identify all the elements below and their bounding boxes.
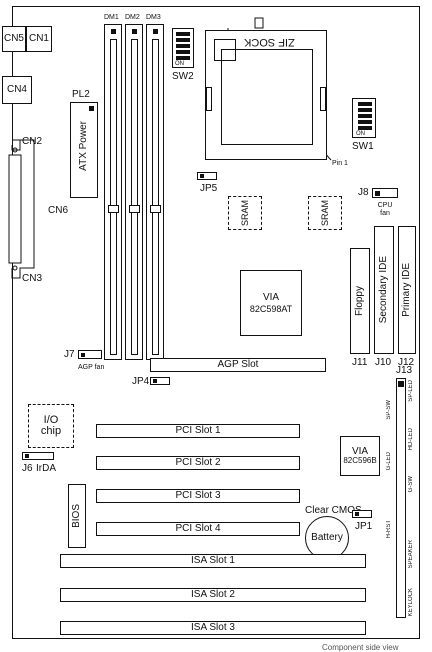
cn4-connector: CN4 (2, 76, 32, 104)
cpu-socket[interactable]: ZIF SOCK (205, 30, 327, 160)
sp-led-label: SP-LED (408, 380, 414, 402)
j6-irda-header[interactable] (22, 452, 54, 460)
sram-chip-1: SRAM (228, 196, 262, 230)
cn4-label: CN4 (6, 84, 27, 95)
g-led-label: G-LED (386, 452, 392, 471)
g-sw-label: G-SW (408, 476, 414, 493)
cpu-fan-label: CPU fan (377, 202, 393, 217)
speaker-label: SPEAKER (408, 540, 414, 569)
dm3-label: DM3 (146, 14, 161, 21)
sram-2-label: SRAM (319, 199, 330, 226)
isa-slot-3[interactable]: ISA Slot 3 (60, 621, 366, 635)
cn3-label: CN3 (22, 273, 43, 284)
isa-slot-3-label: ISA Slot 3 (191, 622, 235, 633)
isa-slot-1[interactable]: ISA Slot 1 (60, 554, 366, 568)
agp-slot[interactable]: AGP Slot (150, 358, 326, 372)
bios-label: BIOS (71, 504, 82, 528)
sw1-on-label: ON (356, 131, 365, 137)
j12-label: J12 (398, 357, 415, 368)
j8-cpu-fan-connector[interactable] (372, 188, 398, 198)
j11-label: J11 (352, 357, 368, 368)
cn6-label: CN6 (48, 205, 69, 216)
isa-slot-2-label: ISA Slot 2 (191, 589, 235, 600)
bios-chip: BIOS (68, 484, 86, 548)
dimm-slot-3[interactable] (146, 24, 164, 360)
jp4-label: JP4 (132, 376, 150, 387)
via598-line1: VIA (262, 291, 280, 303)
j7-agp-fan-connector[interactable] (78, 350, 102, 359)
floppy-connector[interactable]: Floppy (350, 248, 370, 354)
footer-caption: Component side view (322, 643, 399, 652)
pci-slot-2-label: PCI Slot 2 (175, 457, 221, 468)
battery: Battery (305, 516, 349, 560)
j6-label: J6 (22, 463, 33, 474)
primary-ide-label: Primary IDE (401, 263, 412, 317)
dimm-slot-1[interactable] (104, 24, 122, 360)
jp5-jumper[interactable] (197, 172, 217, 180)
dimm-slot-2[interactable] (125, 24, 143, 360)
jp4-jumper[interactable] (150, 377, 170, 385)
pci-slot-1-label: PCI Slot 1 (175, 425, 221, 436)
cn5-label: CN5 (3, 33, 24, 44)
secondary-ide-label: Secondary IDE (378, 256, 389, 324)
sw1-label: SW1 (352, 141, 374, 152)
j10-label: J10 (375, 357, 392, 368)
atx-power-label: ATX Power (78, 121, 89, 171)
pci-slot-2[interactable]: PCI Slot 2 (96, 456, 300, 470)
sw2-label: SW2 (172, 71, 194, 82)
cn5-connector: CN5 (2, 26, 26, 52)
pl2-label: PL2 (72, 89, 90, 100)
jp1-label: JP1 (355, 521, 373, 532)
via596-line2: 82C596B (343, 456, 377, 465)
pci-slot-4[interactable]: PCI Slot 4 (96, 522, 300, 536)
via-82c596b-chip: VIA 82C596B (340, 436, 380, 476)
agp-slot-label: AGP Slot (217, 359, 259, 370)
pci-slot-4-label: PCI Slot 4 (175, 523, 221, 534)
sw2-on-label: ON (175, 61, 184, 67)
cn2-label: CN2 (22, 136, 43, 147)
via-82c598at-chip: VIA 82C598AT (240, 270, 302, 336)
sp-sw-label: SP-SW (386, 400, 392, 420)
via598-line2: 82C598AT (249, 303, 293, 314)
pin1-label: Pin 1 (332, 160, 348, 167)
j13-label: J13 (396, 365, 413, 376)
atx-power-connector: ATX Power (70, 102, 98, 198)
pci-slot-3-label: PCI Slot 3 (175, 490, 221, 501)
sw2-dip-switch[interactable]: ON (172, 28, 194, 68)
j7-label: J7 (64, 349, 75, 360)
agp-fan-label: AGP fan (78, 364, 105, 371)
isa-slot-1-label: ISA Slot 1 (191, 555, 235, 566)
battery-label: Battery (311, 532, 343, 543)
cn1-connector: CN1 (26, 26, 52, 52)
via596-line1: VIA (351, 446, 369, 457)
io-chip-line2: chip (40, 425, 62, 437)
pci-slot-1[interactable]: PCI Slot 1 (96, 424, 300, 438)
j8-label: J8 (358, 187, 369, 198)
sw1-dip-switch[interactable]: ON (352, 98, 376, 138)
dm2-label: DM2 (125, 14, 140, 21)
floppy-label: Floppy (354, 285, 365, 316)
jp1-jumper[interactable] (352, 510, 372, 518)
cn1-label: CN1 (28, 33, 49, 44)
io-chip: I/O chip (28, 404, 74, 448)
h-rst-label: H-RST (386, 520, 392, 539)
keylock-label: KEYLOCK (408, 588, 414, 617)
pci-slot-3[interactable]: PCI Slot 3 (96, 489, 300, 503)
hd-led-label: HD-LED (408, 428, 414, 451)
sram-1-label: SRAM (239, 199, 250, 226)
sram-chip-2: SRAM (308, 196, 342, 230)
dm1-label: DM1 (104, 14, 119, 21)
clear-cmos-label: Clear CMOS (305, 505, 362, 516)
io-chip-line1: I/O (43, 414, 59, 426)
cpu-socket-label: ZIF SOCK (244, 36, 295, 48)
jp5-label: JP5 (200, 183, 218, 194)
primary-ide-connector[interactable]: Primary IDE (398, 226, 416, 354)
irda-label: IrDA (36, 463, 56, 474)
j13-front-panel-header[interactable] (396, 378, 406, 618)
secondary-ide-connector[interactable]: Secondary IDE (374, 226, 394, 354)
isa-slot-2[interactable]: ISA Slot 2 (60, 588, 366, 602)
